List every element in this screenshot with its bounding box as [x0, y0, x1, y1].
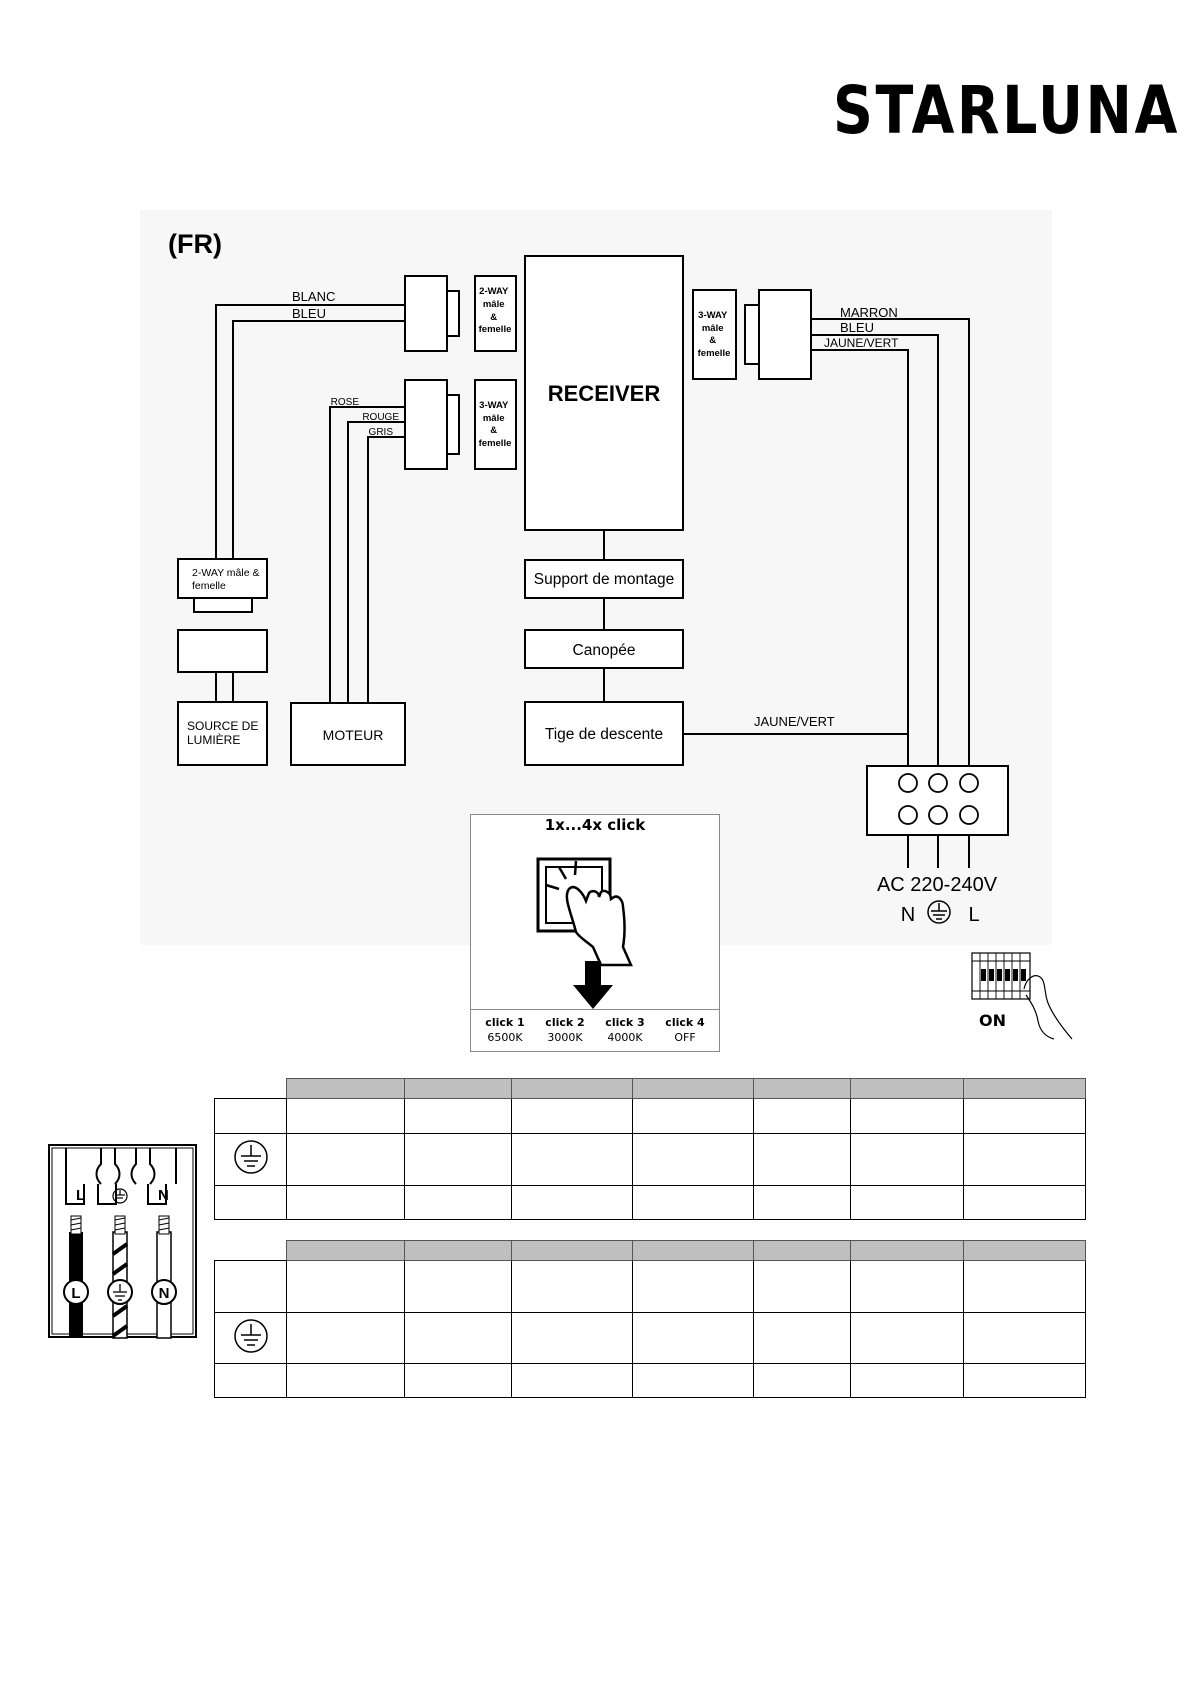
- mount-box: [524, 559, 684, 599]
- receiver-box: [524, 255, 684, 531]
- earth-symbol-icon: [233, 1140, 268, 1174]
- click-guide-title: 1x...4x click: [544, 816, 646, 834]
- light-source-box: [177, 701, 268, 766]
- canopy-label: Canopée: [573, 642, 636, 659]
- table-row: [214, 1363, 1086, 1398]
- receiver-label: RECEIVER: [548, 381, 661, 406]
- table-header-row: [214, 1240, 1086, 1261]
- language-tag: (FR): [168, 229, 222, 259]
- wire-badge-l: L: [71, 1285, 80, 1302]
- supply-voltage: AC 220-240V: [877, 874, 998, 896]
- connector-label-bottom-left: 2-WAY mâle & femelle: [192, 567, 262, 592]
- motor-label: MOTEUR: [323, 727, 384, 743]
- wire-label-bleu: BLEU: [292, 306, 326, 321]
- wire-badge-earth-icon: [113, 1284, 127, 1301]
- connector-2way-bottom: [177, 558, 268, 599]
- terminal-label-n: N: [158, 1187, 169, 1204]
- terminal-earth-icon: [112, 1188, 128, 1204]
- wire-label-blanc: BLANC: [292, 289, 335, 304]
- wire-label-jaune-vert: JAUNE/VERT: [824, 336, 899, 350]
- supply-leads: [907, 835, 970, 868]
- wire-label-rose: ROSE: [331, 397, 360, 408]
- terminal-wires: [63, 1215, 177, 1339]
- switch-press-icon: [536, 857, 633, 967]
- plug-2way-top: [404, 275, 517, 352]
- wire-label-marron: MARRON: [840, 305, 898, 320]
- canopy-box: [524, 629, 684, 669]
- plug-3way-right: [692, 289, 812, 380]
- junction-terminals: [898, 773, 979, 825]
- ground-wire-label: JAUNE/VERT: [754, 714, 835, 729]
- supply-l-label: L: [968, 904, 979, 926]
- table-row: [214, 1185, 1086, 1220]
- table-row: [214, 1312, 1086, 1364]
- table-header-row: [214, 1078, 1086, 1099]
- wire-label-gris: GRIS: [369, 427, 394, 438]
- connector-label-right: 3-WAY mâle & femelle: [698, 310, 731, 359]
- supply-n-label: N: [901, 904, 915, 926]
- wire-badge-n: N: [159, 1285, 170, 1302]
- plug-3way-left: [404, 379, 517, 470]
- wire-table-2: [214, 1240, 1086, 1398]
- circuit-breaker-icon: [971, 952, 1073, 1040]
- mount-label: Support de montage: [534, 571, 674, 588]
- connector-plug-bottom: [193, 597, 253, 613]
- light-source-label: SOURCE DE LUMIÈRE: [187, 719, 262, 747]
- connector-label-mid-left: 3-WAY mâle & femelle: [479, 400, 512, 449]
- table-row: [214, 1133, 1086, 1186]
- earth-symbol-icon: [233, 1318, 268, 1353]
- downrod-label: Tige de descente: [545, 726, 663, 743]
- brand-logo: STARLUNA: [833, 72, 1180, 149]
- terminal-block-icon: L N L N: [48, 1144, 197, 1339]
- terminal-label-l: L: [76, 1187, 85, 1204]
- connector-label-top-left: 2-WAY mâle & femelle: [479, 286, 512, 335]
- motor-wires: [329, 406, 405, 703]
- light-wires: [215, 304, 405, 702]
- mains-wires: [811, 318, 970, 766]
- wire-label-bleu-mains: BLEU: [840, 320, 874, 335]
- wire-label-rouge: ROUGE: [362, 412, 399, 423]
- earth-symbol-icon: [927, 900, 951, 924]
- table-row: [214, 1098, 1086, 1134]
- table-row: [214, 1260, 1086, 1313]
- wire-table-1: [214, 1078, 1086, 1220]
- light-housing: [177, 629, 268, 673]
- arrow-down-icon: [573, 961, 613, 1009]
- breaker-on-label: ON: [979, 1011, 1006, 1030]
- motor-box: [290, 702, 406, 766]
- downrod-box: [524, 701, 684, 766]
